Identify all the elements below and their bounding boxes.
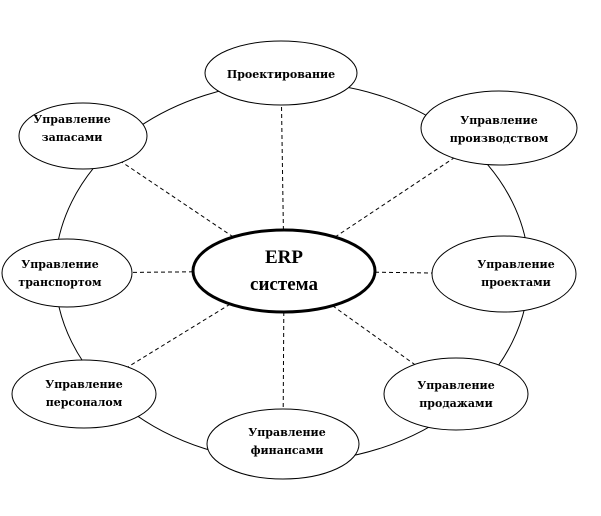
connector-upr-proektami bbox=[374, 271, 433, 274]
module-node-upr-proektami: Управление проектами bbox=[431, 235, 577, 313]
center-label-line2: система bbox=[250, 274, 318, 295]
module-label-line2: персоналом bbox=[46, 396, 123, 409]
center-label-line1: ERP bbox=[265, 247, 303, 268]
connector-proektirovanie bbox=[281, 104, 284, 231]
module-label-line1: Управление bbox=[45, 378, 122, 391]
module-ellipse bbox=[383, 357, 529, 431]
module-ellipse bbox=[204, 40, 358, 106]
connector-upr-proizvodstvom bbox=[334, 157, 454, 238]
module-ellipse bbox=[18, 102, 148, 170]
module-label-line1: Проектирование bbox=[227, 68, 335, 81]
module-label-line1: Управление bbox=[33, 113, 110, 126]
connector-upr-transportom bbox=[131, 271, 194, 273]
module-label-line2: финансами bbox=[251, 444, 324, 457]
module-node-upr-zapasami: Управление запасами bbox=[18, 102, 148, 170]
module-label-line1: Управление bbox=[477, 258, 554, 271]
module-label-line2: запасами bbox=[42, 131, 103, 144]
module-label-line2: продажами bbox=[419, 397, 493, 410]
module-label-line2: транспортом bbox=[18, 276, 102, 289]
module-node-proektirovanie: Проектирование bbox=[204, 40, 358, 106]
module-label-line1: Управление bbox=[460, 114, 537, 127]
module-label-line2: проектами bbox=[481, 276, 551, 289]
connector-upr-zapasami bbox=[121, 161, 234, 238]
center-ellipse bbox=[191, 228, 377, 314]
module-ellipse bbox=[1, 238, 133, 308]
connector-upr-finansami bbox=[282, 311, 285, 410]
module-node-upr-proizvodstvom: Управление производством bbox=[420, 90, 578, 166]
module-node-upr-personalom: Управление персоналом bbox=[11, 359, 157, 429]
erp-center-node: ERP система bbox=[191, 228, 377, 314]
module-ellipse bbox=[431, 235, 577, 313]
module-node-upr-prodazhami: Управление продажами bbox=[383, 357, 529, 431]
module-node-upr-finansami: Управление финансами bbox=[206, 408, 360, 480]
module-ellipse bbox=[206, 408, 360, 480]
connector-upr-prodazhami bbox=[332, 305, 415, 365]
module-label-line1: Управление bbox=[21, 258, 98, 271]
module-ellipse bbox=[11, 359, 157, 429]
module-label-line2: производством bbox=[450, 132, 549, 145]
module-label-line1: Управление bbox=[248, 426, 325, 439]
module-ellipse bbox=[420, 90, 578, 166]
module-node-upr-transportom: Управление транспортом bbox=[1, 238, 133, 308]
connector-upr-personalom bbox=[127, 303, 231, 368]
module-label-line1: Управление bbox=[417, 379, 494, 392]
